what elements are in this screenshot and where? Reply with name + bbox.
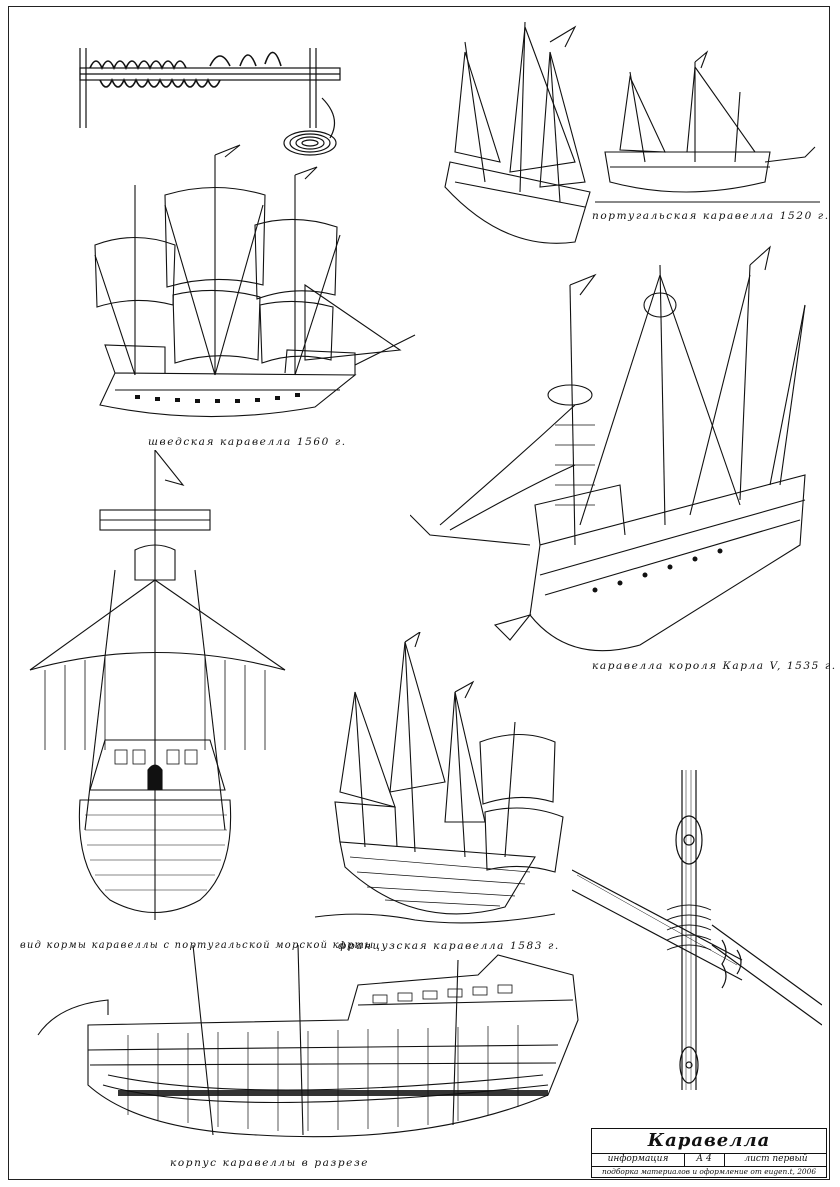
title-block: Каравелла информация А 4 лист первый под…: [591, 1128, 827, 1178]
caption-portuguese-caravel: португальская каравелла 1520 г.: [592, 210, 830, 222]
portuguese-caravels-illustration: [444, 21, 820, 244]
sheet-title: Каравелла: [592, 1129, 826, 1154]
caption-charles-v-caravel: каравелла короля Карла V, 1535 г.: [592, 660, 837, 672]
sheet-number-label: лист первый: [744, 1154, 808, 1164]
credits-line: подборка материалов и оформление от euge…: [601, 1167, 817, 1176]
title-block-info-row: информация А 4 лист первый: [592, 1153, 826, 1167]
format-label: А 4: [684, 1153, 725, 1166]
caption-swedish-caravel: шведская каравелла 1560 г.: [148, 436, 347, 448]
caravel-stern-view-illustration: [29, 450, 286, 920]
caption-hull-section: корпус каравеллы в разрезе: [170, 1157, 370, 1169]
caption-french-caravel: французская каравелла 1583 г.: [338, 940, 560, 952]
caption-stern-view: вид кормы каравеллы с португальской морс…: [20, 940, 375, 951]
sheet-frame: [8, 6, 830, 1180]
charles-v-caravel-illustration: [410, 245, 806, 652]
hull-cross-section-illustration: [37, 945, 579, 1138]
rope-detail-illustration: [79, 48, 341, 156]
rigging-block-detail-illustration: [572, 770, 822, 1090]
french-caravel-illustration: [314, 632, 564, 924]
swedish-caravel-illustration: [94, 144, 416, 418]
info-label: информация: [592, 1153, 685, 1166]
